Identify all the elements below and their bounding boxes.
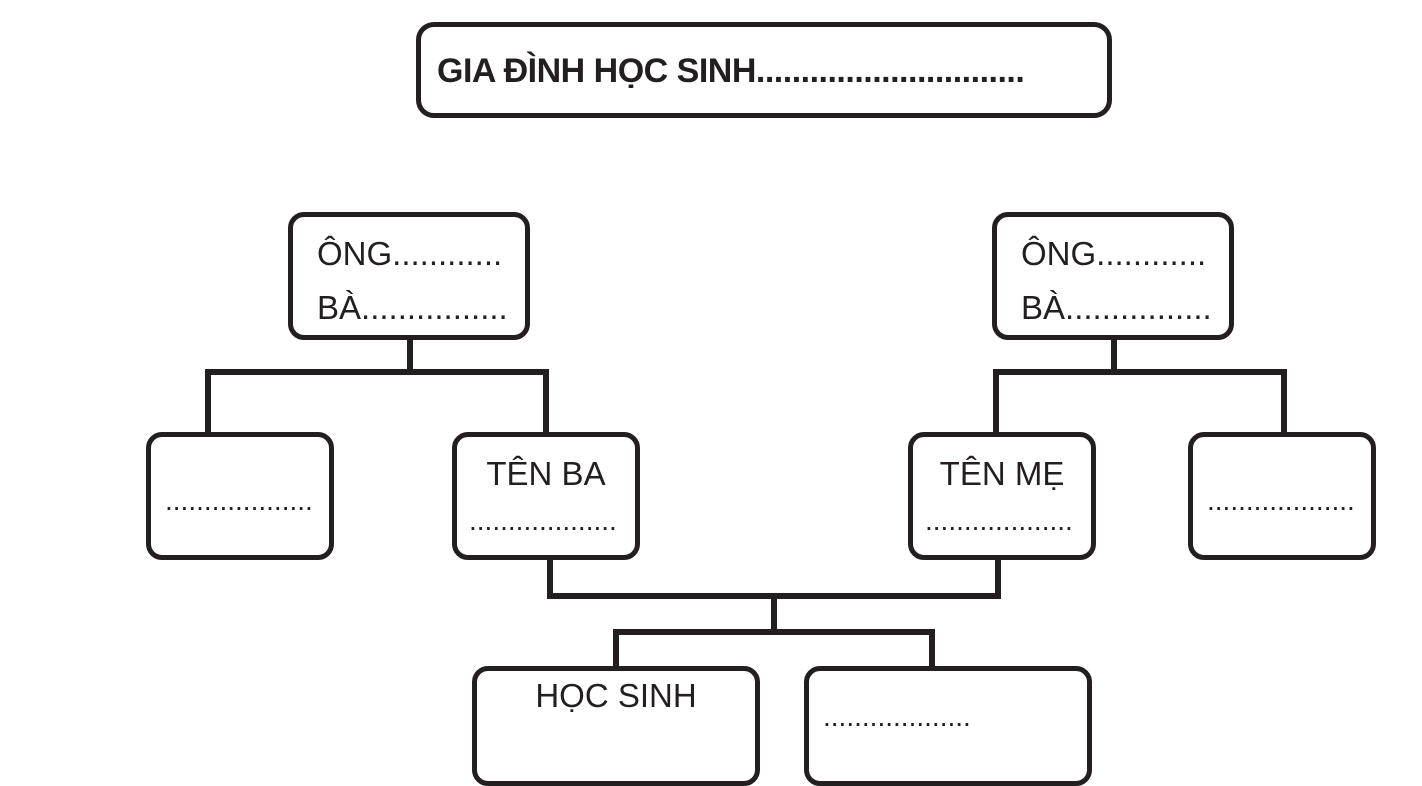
connector-paternal-grandparents [205,333,549,437]
student-sibling-dots: ................... [823,701,971,732]
student-sibling-box: ................... [804,666,1092,786]
page-title: GIA ĐÌNH HỌC SINH.......................… [437,52,1025,90]
father-label: TÊN BA [486,455,606,492]
maternal-sibling-dots: ................... [1207,485,1355,516]
student-box: HỌC SINH [472,666,760,786]
paternal-grandmother-label: BÀ................ [317,289,508,326]
paternal-sibling-box: ................... [146,432,334,560]
mother-box: TÊN MẸ ................... [908,432,1096,560]
father-box: TÊN BA ................... [452,432,640,560]
father-dots: ................... [469,505,617,536]
paternal-sibling-dots: ................... [165,485,313,516]
student-label: HỌC SINH [535,677,697,714]
connector-lines [205,333,1287,673]
mother-dots: ................... [925,505,1073,536]
paternal-grandfather-label: ÔNG............ [317,235,503,272]
title-box: GIA ĐÌNH HỌC SINH.......................… [416,22,1112,118]
connector-maternal-grandparents [993,333,1287,437]
maternal-sibling-box: ................... [1188,432,1376,560]
mother-label: TÊN MẸ [939,455,1065,492]
maternal-grandfather-label: ÔNG............ [1021,235,1207,272]
connector-parents [547,555,1001,673]
maternal-grandparents-box: ÔNG............ BÀ................ [992,212,1234,340]
maternal-grandmother-label: BÀ................ [1021,289,1212,326]
paternal-grandparents-box: ÔNG............ BÀ................ [288,212,530,340]
